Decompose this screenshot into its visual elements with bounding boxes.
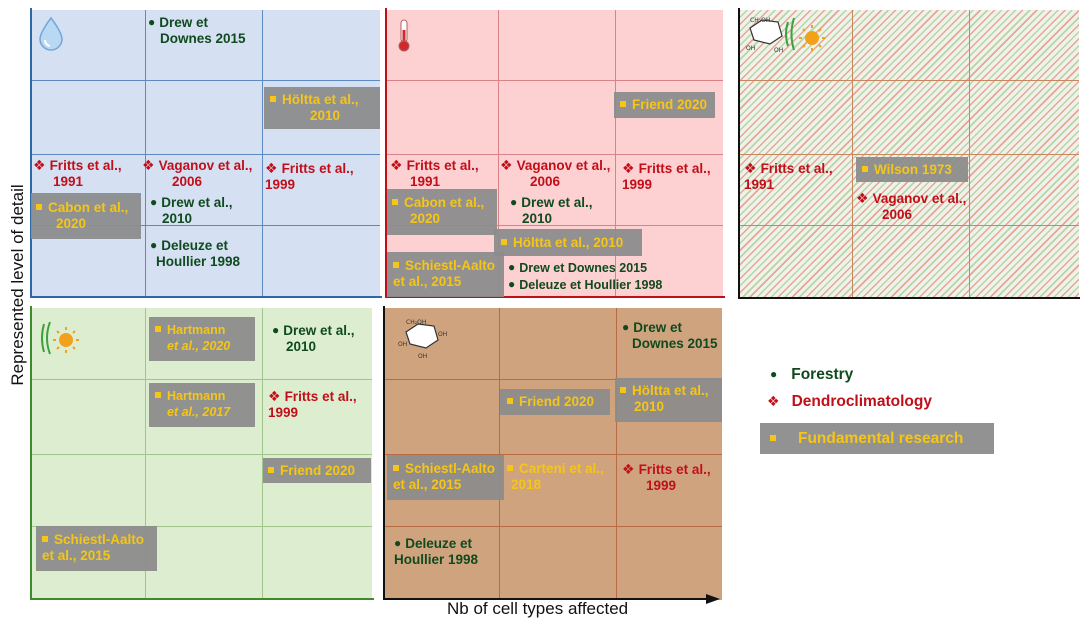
ref-drew-2010: ●Drew et al.,2010 — [150, 195, 233, 226]
panel-water — [30, 10, 380, 297]
ref-cabon: Cabon et al.,2020 — [36, 200, 128, 232]
ref-fritts-1999: ❖Fritts et al.,1999 — [268, 388, 357, 420]
ref-friend: Friend 2020 — [620, 97, 707, 113]
legend-fundamental: Fundamental research — [770, 430, 963, 448]
x-axis-label: Nb of cell types affected — [447, 599, 629, 618]
sugar-sun-icon: CH₂OH OH OH — [746, 17, 825, 54]
ref-fritts-1999: ❖Fritts et al.,1999 — [265, 160, 354, 192]
ref-holtta: Höltta et al.,2010 — [620, 383, 709, 415]
sun-waves-icon — [41, 321, 79, 355]
ref-vaganov: ❖Vaganov et al.,2006 — [500, 157, 611, 189]
glucose-icon: CH₂OH OH OH OH — [398, 319, 447, 360]
panel-sugar — [384, 308, 722, 600]
ref-deleuze: ●Deleuze et Houllier 1998 — [508, 277, 663, 292]
ref-drew-downes: ●Drew et Downes 2015 — [508, 260, 648, 275]
panel-light — [739, 10, 1079, 297]
water-drop-icon — [39, 16, 63, 51]
thermometer-icon — [398, 19, 410, 52]
svg-text:OH: OH — [398, 341, 407, 348]
legend-fundamental-box — [760, 423, 994, 454]
ref-cabon: Cabon et al.,2020 — [392, 195, 484, 227]
ref-carteni: Carteni et al.,2018 — [507, 461, 604, 493]
ref-fritts-1991: ❖Fritts et al.,1991 — [390, 157, 479, 189]
ref-friend: Friend 2020 — [268, 463, 355, 479]
y-axis-label: Represented level of detail — [8, 184, 27, 386]
svg-text:OH: OH — [438, 331, 447, 338]
ref-holtta: Höltta et al., 2010 — [501, 235, 623, 251]
ref-fritts-1991: ❖Fritts et al.,1991 — [33, 157, 122, 189]
svg-text:CH₂OH: CH₂OH — [406, 319, 426, 326]
ref-wilson: Wilson 1973 — [862, 162, 952, 178]
ref-vaganov: ❖Vaganov et al.,2006 — [856, 190, 967, 222]
ref-friend: Friend 2020 — [507, 394, 594, 410]
x-axis-arrow-icon — [706, 594, 720, 604]
ref-fritts-1991: ❖Fritts et al.,1991 — [744, 160, 833, 192]
ref-drew-2010: ●Drew et al.,2010 — [510, 195, 593, 226]
ref-fritts-1999: ❖Fritts et al.,1999 — [622, 160, 711, 192]
legend-forestry: ●Forestry — [770, 366, 854, 383]
svg-text:OH: OH — [746, 45, 755, 52]
ref-drew-2010: ●Drew et al.,2010 — [272, 323, 355, 354]
ref-holtta: Höltta et al.,2010 — [270, 92, 359, 124]
svg-text:OH: OH — [418, 353, 427, 360]
svg-text:OH: OH — [774, 47, 783, 54]
svg-text:CH₂OH: CH₂OH — [750, 17, 770, 24]
ref-vaganov: ❖Vaganov et al.,2006 — [142, 157, 253, 189]
legend-dendroclimatology: ❖Dendroclimatology — [767, 393, 932, 410]
ref-fritts-1999: ❖Fritts et al.,1999 — [622, 461, 711, 493]
